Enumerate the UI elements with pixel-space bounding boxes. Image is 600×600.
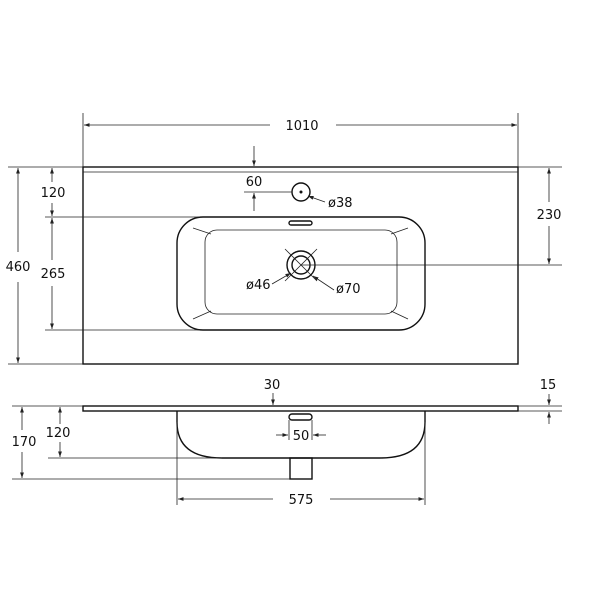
tap-hole-center [299, 190, 303, 194]
overflow-slot [288, 220, 313, 226]
overflow-profile [288, 413, 313, 421]
dim-drain-outer: ø46 [246, 278, 271, 293]
dim-tap-offset: 60 [246, 175, 263, 190]
dim-tap-hole: ø38 [328, 196, 353, 211]
dim-slab-thickness: 15 [540, 378, 557, 393]
dim-front: 120 [41, 186, 66, 201]
dim-bowl-depth: 120 [46, 426, 71, 441]
dim-total-height: 170 [12, 435, 37, 450]
dim-drain-width: 50 [293, 429, 310, 444]
bowl-inner-outline [204, 229, 398, 315]
bowl-corner-lines [192, 227, 409, 320]
top-view: 1010 460 120 265 60 ø38 230 ø46 [6, 113, 562, 365]
drain-pipe [289, 457, 313, 480]
leader-line [312, 275, 335, 291]
dim-slab-offset: 30 [264, 378, 281, 393]
side-view: 30 15 170 120 50 575 [12, 378, 562, 508]
slab-outline [82, 405, 519, 412]
dim-height: 460 [6, 260, 31, 275]
bowl-outer-outline [176, 216, 426, 331]
dim-bowl: 265 [41, 267, 66, 282]
dim-drain-center: 230 [537, 208, 562, 223]
dim-width: 1010 [285, 119, 318, 134]
dim-drain-inner: ø70 [336, 282, 361, 297]
dim-bowl-width: 575 [289, 493, 314, 508]
leader-line [307, 195, 326, 203]
leader-line [271, 272, 292, 285]
countertop-outline [82, 166, 519, 365]
